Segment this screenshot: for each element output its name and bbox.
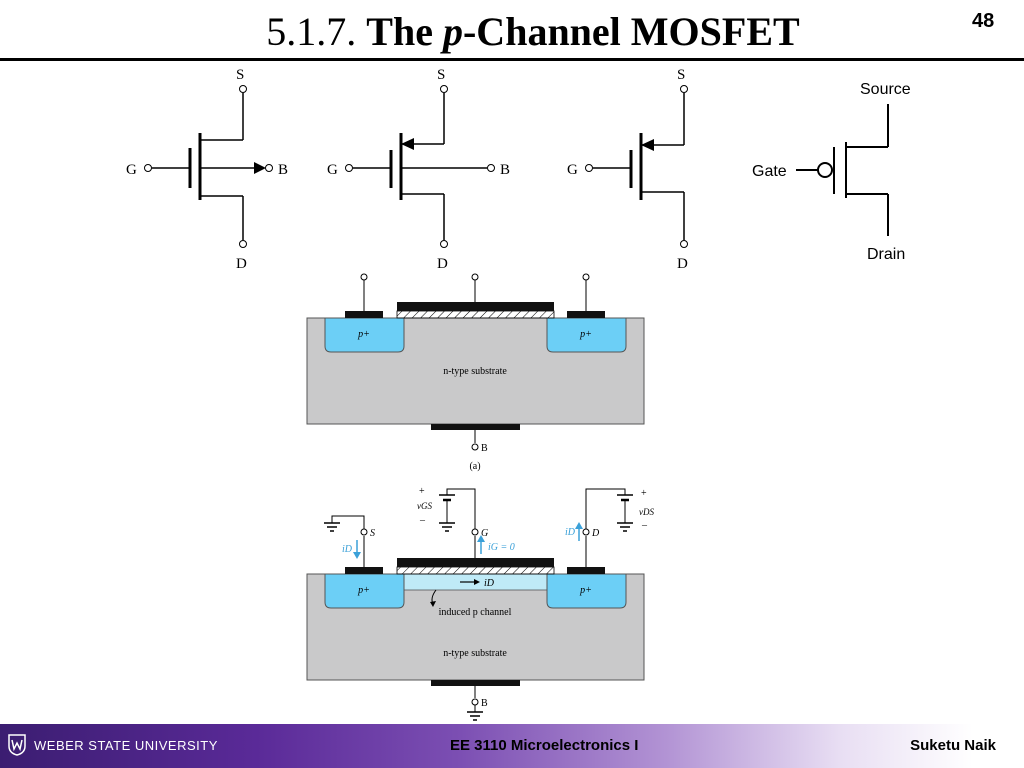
sym3-g-label: G [567,162,578,178]
callout-arrow-icon [430,601,436,607]
ground-icon [439,522,455,532]
id-down-arrow-icon [353,552,361,559]
body-arrow-icon [254,162,266,174]
title-rule [0,58,1024,61]
ig-up-arrow-icon [477,535,485,542]
caption-a: (a) [469,461,480,472]
id-up-arrow-icon [575,522,583,529]
vds-label: vDS [639,507,654,517]
body-contact-b [431,680,520,686]
substrate-label-a: n-type substrate [443,366,507,377]
shield-logo-icon [8,734,26,756]
source-arrow-icon [641,139,654,151]
symbol-pmos-4terminal: S G B D [126,67,288,272]
oxide-b [396,566,555,575]
body-label-b: B [481,698,488,709]
sym1-g-label: G [126,162,137,178]
drain-pplus-label-a: p+ [579,329,592,340]
oxide-a [396,310,555,319]
body-label-a: B [481,443,488,454]
source-arrow-icon [401,138,414,150]
university-name: WEBER STATE UNIVERSITY [34,737,218,753]
page-number: 48 [972,10,995,32]
sym1-b-label: B [278,162,288,178]
slide-title: 5.1.7. The p-Channel MOSFET [0,8,1024,55]
drain-p-region-b [546,573,627,609]
channel-current-label: iD [484,578,495,589]
ground-icon [617,522,633,532]
title-p: p [442,9,463,54]
drain-pplus-label-b: p+ [579,585,592,596]
vgs-minus: – [419,515,426,526]
drain-contact-a [567,311,605,318]
cross-section-a: p+ p+ n-type substrate B (a) [306,273,645,472]
symbol-pmos-source-arrow-body: S G B D [327,67,510,272]
course-name: EE 3110 Microelectronics I [450,737,639,754]
sym4-drain-label: Drain [867,246,905,263]
source-p-region-a [324,317,405,353]
sym1-d-label: D [236,256,247,272]
diagram-canvas: S G B D S G B D S [126,67,911,721]
sym2-b-label: B [500,162,510,178]
drain-contact-b [567,567,605,574]
source-label-b: S [370,528,375,539]
vds-minus: – [641,520,648,531]
title-the: The [366,9,433,54]
symbol-pmos-3terminal: S G D [567,67,688,272]
footer-bar: WEBER STATE UNIVERSITY EE 3110 Microelec… [0,724,1024,768]
vgs-plus: + [419,486,425,497]
drain-p-region-a [546,317,627,353]
sym1-s-label: S [236,67,244,83]
gate-label-b: G [481,528,488,539]
source-pplus-label-b: p+ [357,585,370,596]
body-contact-a [431,424,520,430]
sym4-source-label: Source [860,81,911,98]
vgs-label: vGS [417,501,432,511]
author-name: Suketu Naik [910,737,996,754]
ig-label: iG = 0 [488,542,515,553]
induced-channel-label: induced p channel [439,607,512,618]
id-source-label: iD [342,544,353,555]
channel-current-arrow-icon [474,579,480,585]
gate-metal-a [397,302,554,311]
cross-section-b: p+ p+ induced p channel n-type substrate… [306,486,654,721]
sym3-s-label: S [677,67,685,83]
sym2-g-label: G [327,162,338,178]
title-number: 5.1.7. [266,9,357,54]
gate-metal-b [397,558,554,567]
drain-label-b: D [591,528,600,539]
sym2-d-label: D [437,256,448,272]
title-rest: -Channel MOSFET [462,9,800,54]
ground-icon [467,711,483,721]
source-p-region-b [324,573,405,609]
university-logo: WEBER STATE UNIVERSITY [8,734,218,756]
source-pplus-label-a: p+ [357,329,370,340]
ground-icon [324,522,340,532]
id-drain-label: iD [565,527,576,538]
symbol-pmos-bubble: Source Gate Drain [752,81,911,263]
sym3-d-label: D [677,256,688,272]
gate-bubble-icon [817,162,833,178]
vds-plus: + [641,488,647,499]
substrate-label-b: n-type substrate [443,648,507,659]
source-contact-b [345,567,383,574]
source-contact-a [345,311,383,318]
sym4-gate-label: Gate [752,163,787,180]
sym2-s-label: S [437,67,445,83]
